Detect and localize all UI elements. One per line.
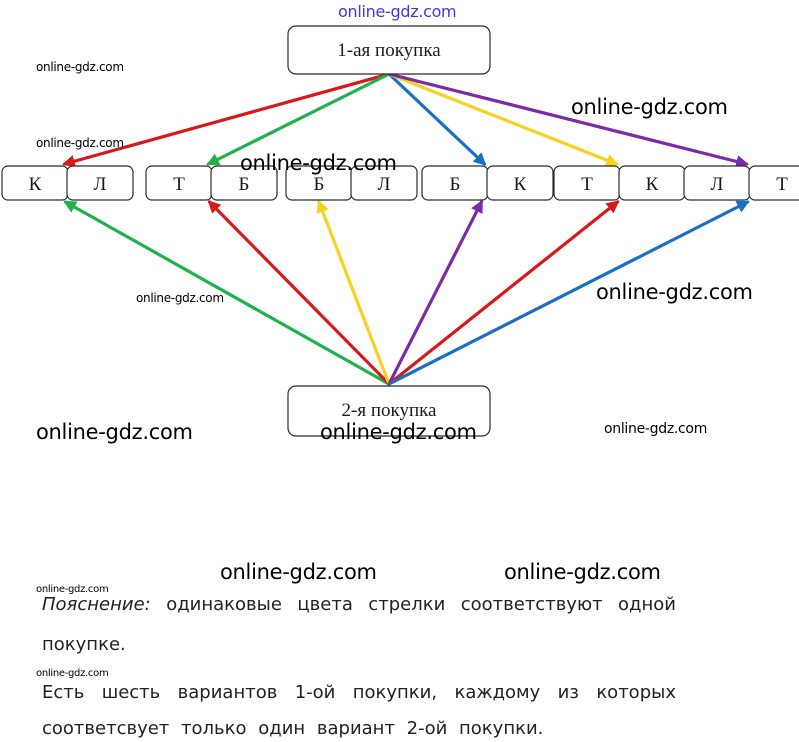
watermark-small: online-gdz.com	[36, 668, 109, 679]
watermark-big: online-gdz.com	[571, 95, 728, 119]
bottom-node-label: 2-я покупка	[342, 400, 438, 421]
watermark-big: online-gdz.com	[240, 151, 397, 175]
letter-label: Б	[450, 174, 461, 195]
arrow-from-second-purchase	[316, 199, 391, 386]
watermark-big: online-gdz.com	[504, 560, 661, 584]
watermark-small: online-gdz.com	[604, 421, 708, 437]
letter-label: К	[29, 174, 42, 195]
explanation-line-4: соответсвует только один вариант 2-ой по…	[42, 718, 544, 739]
arrow-from-first-purchase	[206, 72, 391, 166]
arrow-from-second-purchase	[207, 200, 391, 386]
watermark-top: online-gdz.com	[338, 2, 457, 21]
letter-box	[66, 165, 134, 201]
letter-label: Л	[711, 174, 724, 195]
arrow-from-second-purchase	[387, 200, 750, 386]
arrows-layer	[62, 72, 750, 386]
arrow-from-second-purchase	[63, 200, 391, 386]
watermark-small: online-gdz.com	[36, 60, 124, 74]
bottom-node: 2-я покупка	[287, 385, 491, 437]
letter-box	[350, 165, 418, 201]
top-node-box	[287, 25, 491, 75]
letter-label: Б	[239, 174, 250, 195]
top-node-label: 1-ая покупка	[337, 40, 441, 61]
watermark-big: online-gdz.com	[36, 420, 193, 444]
letter-box	[748, 165, 799, 201]
arrow-from-first-purchase	[62, 72, 391, 168]
explanation-label: Пояснение:	[42, 594, 151, 615]
explanation-text: одинаковые цвета стрелки соответствуют о…	[166, 594, 676, 615]
bottom-node-box	[287, 385, 491, 437]
watermark-big: online-gdz.com	[220, 560, 377, 584]
watermark-small: online-gdz.com	[36, 136, 124, 150]
letter-label: К	[514, 174, 527, 195]
letter-box	[210, 165, 278, 201]
letter-label: Л	[378, 174, 391, 195]
explanation-line-1: Пояснение: одинаковые цвета стрелки соот…	[42, 594, 676, 615]
watermark-big: online-gdz.com	[596, 280, 753, 304]
arrow-from-second-purchase	[387, 199, 484, 386]
watermark-big: online-gdz.com	[320, 420, 477, 444]
watermark-small: online-gdz.com	[136, 291, 224, 305]
letter-label: Т	[581, 174, 593, 195]
top-node: 1-ая покупка	[287, 25, 491, 75]
letter-label: Б	[314, 174, 325, 195]
watermark-small: online-gdz.com	[36, 584, 109, 595]
letter-label: К	[646, 174, 659, 195]
arrow-from-second-purchase	[387, 200, 620, 386]
letter-box	[486, 165, 554, 201]
letter-label: Т	[776, 174, 788, 195]
letter-label: Т	[173, 174, 185, 195]
letter-label: Л	[94, 174, 107, 195]
arrow-from-first-purchase	[387, 72, 487, 166]
arrow-from-first-purchase	[387, 72, 749, 168]
explanation-line-3: Есть шесть вариантов 1-ой покупки, каждо…	[42, 682, 676, 703]
arrow-from-first-purchase	[387, 72, 619, 167]
explanation-line-2: покупке.	[42, 634, 126, 655]
